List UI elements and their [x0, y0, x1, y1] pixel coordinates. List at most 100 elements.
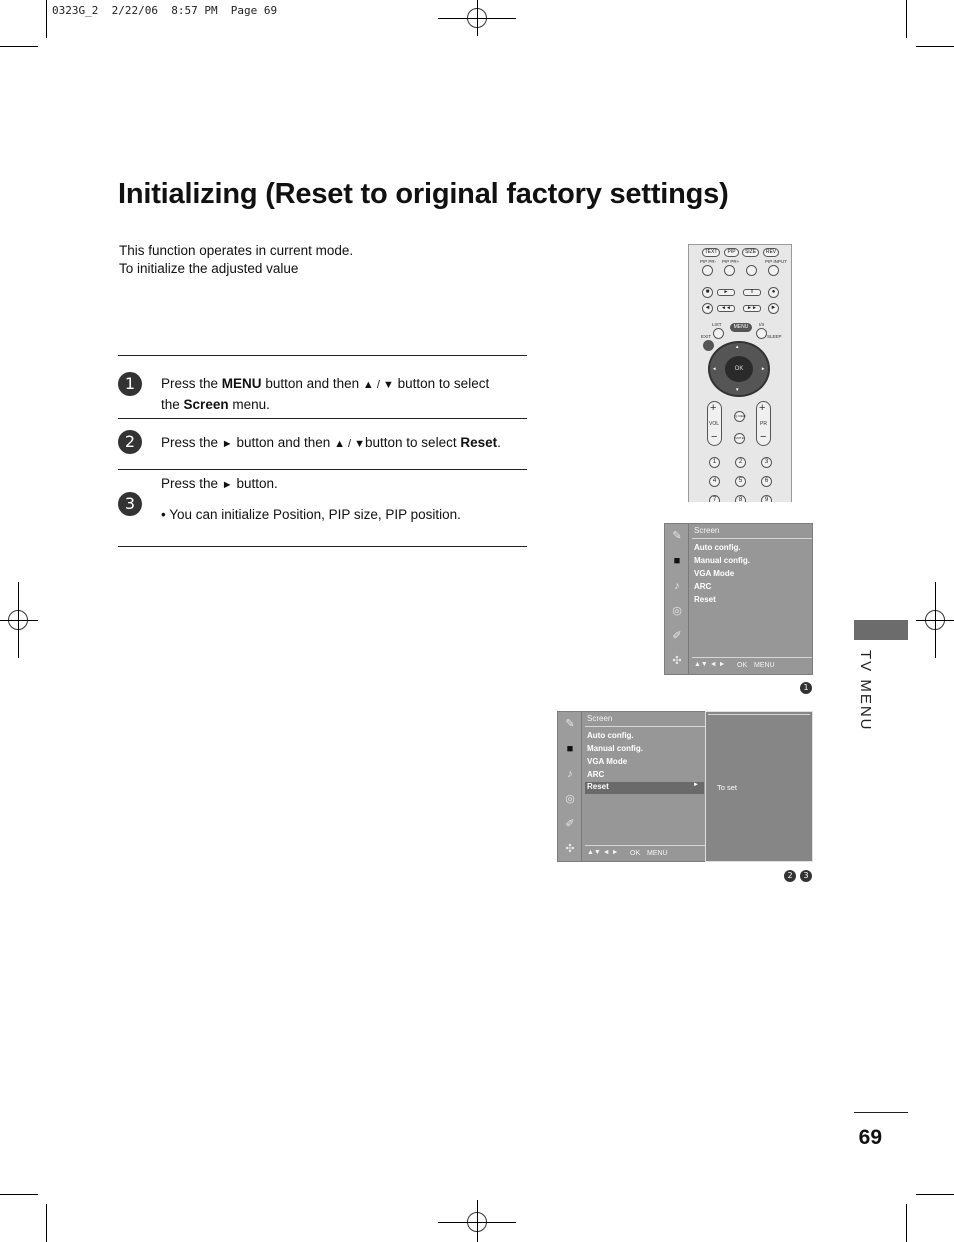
intro-line-2: To initialize the adjusted value [119, 261, 299, 276]
step-1-text: Press the MENU button and then ▲ / ▼ but… [161, 376, 490, 412]
step-3-text: Press the ► button. [161, 476, 278, 491]
remote-round-button [713, 328, 724, 339]
remote-round-button [756, 328, 767, 339]
osd-footer-ok: OK [630, 850, 641, 857]
remote-record-icon: ● [768, 287, 779, 298]
remote-number-button: 4 [709, 476, 720, 487]
remote-list-label: LIST [712, 322, 722, 327]
osd-footer-ok: OK [737, 662, 748, 669]
remote-pip-input-label: PIP INPUT [765, 259, 787, 264]
step-divider [118, 469, 527, 470]
remote-program-rocker [756, 401, 771, 446]
osd-footer-menu: MENU [647, 850, 668, 857]
osd-footer-nav: ▲▼ ◄ ► [694, 661, 726, 668]
osd-sound-icon: ♪ [567, 768, 573, 780]
registration-mark-line [477, 1200, 478, 1242]
up-down-arrows-icon: ▲ / ▼ [362, 379, 394, 391]
osd-item-auto-config: Auto config. [694, 543, 741, 552]
osd-1-step-badge: 1 [800, 682, 812, 694]
osd-screen-icon: ✣ [565, 843, 575, 855]
remote-up-arrow-icon: ▲ [735, 344, 740, 349]
remote-ok-button: OK [725, 356, 753, 382]
remote-volume-minus-icon: − [711, 431, 718, 443]
crop-mark [46, 1204, 47, 1242]
osd-screen-icon: ✣ [672, 655, 682, 667]
osd-station-icon: ✎ [672, 530, 682, 542]
remote-round-button [768, 265, 779, 276]
osd-time-icon: ◎ [672, 605, 682, 617]
crop-mark [916, 1194, 954, 1195]
remote-program-plus-icon: + [759, 402, 766, 414]
osd-icon-column: ✎ ■ ♪ ◎ ✐ ✣ [558, 712, 582, 861]
remote-pip-pr-minus-label: PIP PR- [700, 259, 717, 264]
osd-3-step-badge: 3 [800, 870, 812, 882]
remote-pip-button: PIP [724, 248, 739, 257]
osd-menu-title: Screen [587, 714, 613, 723]
osd-footer-divider [585, 845, 705, 846]
registration-mark-line [916, 620, 954, 621]
remote-size-button: SIZE [742, 248, 759, 257]
osd-picture-icon: ■ [566, 743, 574, 755]
osd-item-vga-mode: VGA Mode [587, 757, 628, 766]
section-label: TV MENU [857, 650, 874, 732]
osd-item-auto-config: Auto config. [587, 731, 634, 740]
remote-next-icon: ► [768, 303, 779, 314]
remote-number-button: 6 [761, 476, 772, 487]
remote-right-arrow-icon: ► [761, 366, 766, 371]
remote-control-illustration: TEXT PIP SIZE REV PIP PR- PIP PR+ PIP IN… [688, 244, 792, 502]
remote-round-button [724, 265, 735, 276]
remote-number-button: 3 [761, 457, 772, 468]
crop-mark [46, 0, 47, 38]
remote-left-arrow-icon: ◄ [712, 366, 717, 371]
remote-rewind-icon: ◄◄ [717, 305, 735, 312]
remote-forward-icon: ►► [743, 305, 761, 312]
reset-item-name: Reset [460, 435, 498, 450]
remote-play-icon: ► [717, 289, 735, 296]
remote-program-label: PR [760, 421, 767, 427]
crop-mark [916, 46, 954, 47]
remote-round-button [702, 265, 713, 276]
step-3-number: 3 [118, 492, 142, 516]
remote-mute-button: MUTE [734, 433, 745, 444]
osd-time-icon: ◎ [565, 793, 575, 805]
section-tab [854, 620, 908, 640]
osd-title-divider [585, 726, 705, 727]
remote-pause-icon: ‖ [743, 289, 761, 296]
osd-screen-menu-1: ✎ ■ ♪ ◎ ✐ ✣ Screen Auto config. Manual c… [664, 523, 813, 675]
remote-i-ii-label: I/II [759, 322, 765, 327]
remote-prev-icon: ◄ [702, 303, 713, 314]
remote-rev-button: REV [763, 248, 779, 257]
remote-down-arrow-icon: ▼ [735, 387, 740, 392]
remote-pip-pr-plus-label: PIP PR+ [722, 259, 740, 264]
remote-stop-icon: ■ [702, 287, 713, 298]
remote-number-button: 7 [709, 495, 720, 502]
osd-item-reset: Reset [587, 782, 609, 791]
osd-footer-menu: MENU [754, 662, 775, 669]
step-2-number: 2 [118, 430, 142, 454]
registration-mark-line [438, 1222, 516, 1223]
crop-mark [0, 1194, 38, 1195]
remote-number-button: 1 [709, 457, 720, 468]
osd-menu-title: Screen [694, 526, 720, 535]
osd-special-icon: ✐ [672, 630, 682, 642]
osd-special-icon: ✐ [565, 818, 575, 830]
print-header-meta: 0323G_2 2/22/06 8:57 PM Page 69 [52, 4, 278, 17]
remote-menu-button: MENU [730, 323, 752, 332]
page-number: 69 [858, 1126, 882, 1149]
osd-item-reset-selected: Reset ► [585, 782, 704, 794]
intro-line-1: This function operates in current mode. [119, 243, 354, 258]
remote-volume-label: VOL [709, 421, 720, 427]
page-title: Initializing (Reset to original factory … [118, 178, 729, 210]
registration-mark-line [438, 18, 516, 19]
remote-qview-button: Q.VIEW [734, 411, 746, 422]
osd-submenu-panel: To set [705, 711, 813, 862]
step-1-number: 1 [118, 372, 142, 396]
remote-exit-label: EXIT [701, 334, 712, 339]
menu-button-name: MENU [221, 376, 262, 391]
step-divider [118, 355, 527, 356]
osd-item-arc: ARC [694, 582, 712, 591]
up-down-arrows-icon: ▲ / ▼ [334, 438, 366, 450]
remote-text-button: TEXT [702, 248, 720, 257]
osd-icon-column: ✎ ■ ♪ ◎ ✐ ✣ [665, 524, 689, 674]
osd-item-manual-config: Manual config. [694, 556, 750, 565]
